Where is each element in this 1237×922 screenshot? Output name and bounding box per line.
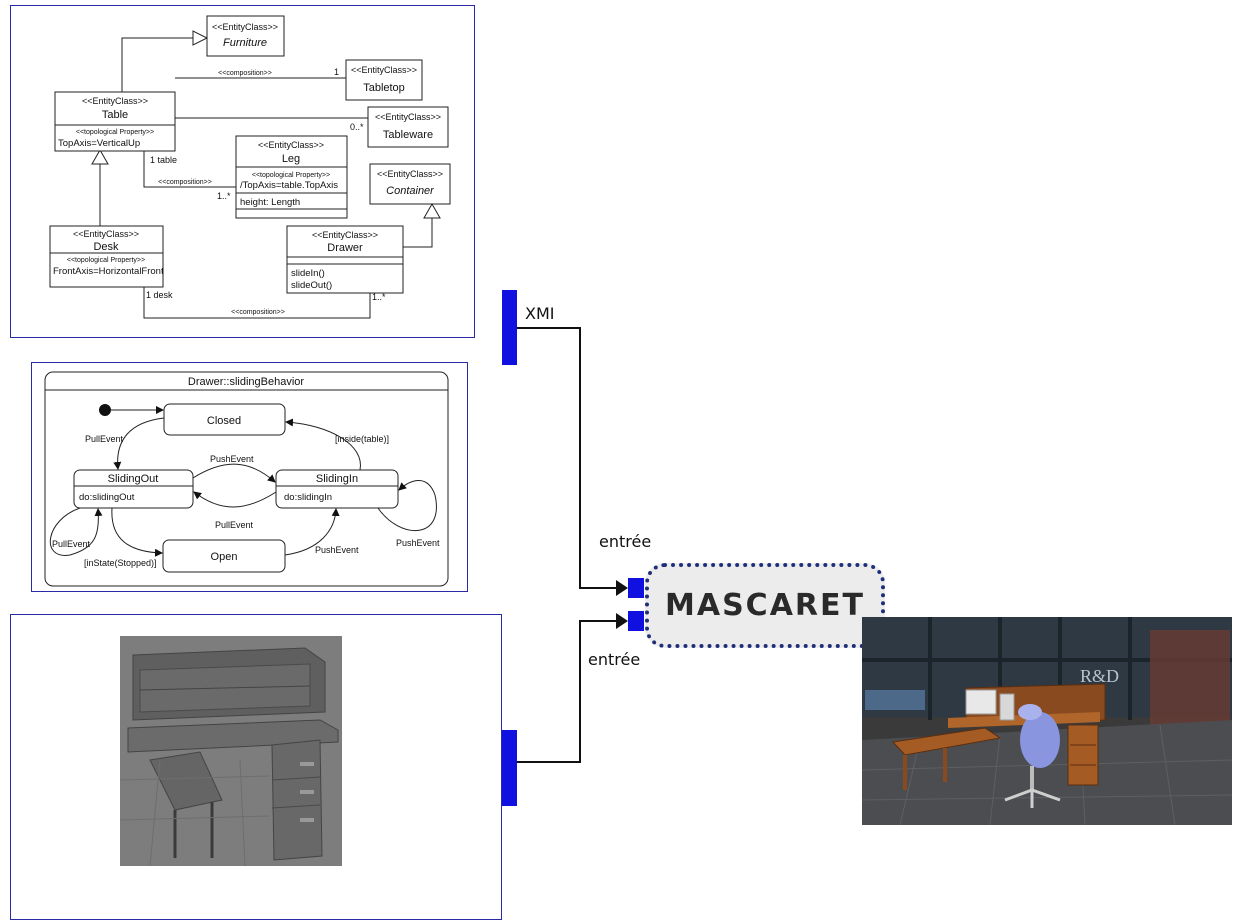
arrow-top xyxy=(616,580,628,596)
mult-leg: 1..* xyxy=(217,191,231,201)
mult-table: 1 table xyxy=(150,155,177,165)
drawer-name: Drawer xyxy=(327,242,363,254)
furniture-stereotype: <<EntityClass>> xyxy=(212,22,278,32)
svg-text:<<EntityClass>>: <<EntityClass>> xyxy=(377,169,443,179)
label-pull-in-out: PullEvent xyxy=(215,520,254,530)
svg-text:<<EntityClass>>: <<EntityClass>> xyxy=(351,65,417,75)
drawer-op1: slideIn() xyxy=(291,268,325,279)
svg-text:<<EntityClass>>: <<EntityClass>> xyxy=(375,112,441,122)
composition-leg-label: <<composition>> xyxy=(158,179,212,186)
state-sliding-in: SlidingIn do:slidingIn xyxy=(275,469,399,509)
tabletop-name: Tabletop xyxy=(363,82,405,94)
svg-text:<<topological Property>>: <<topological Property>> xyxy=(76,129,154,136)
table-name: Table xyxy=(102,109,128,121)
svg-text:Closed: Closed xyxy=(207,415,241,427)
svg-text:Open: Open xyxy=(211,551,238,563)
svg-text:SlidingIn: SlidingIn xyxy=(316,473,358,485)
svg-text:<<EntityClass>>: <<EntityClass>> xyxy=(82,96,148,106)
arrow-bottom xyxy=(616,613,628,629)
svg-text:do:slidingOut: do:slidingOut xyxy=(79,492,135,503)
class-tabletop: <<EntityClass>> Tabletop xyxy=(345,59,423,101)
mult-drawer: 1..* xyxy=(372,292,386,302)
mult-tabletop: 1 xyxy=(334,67,339,77)
tableware-name: Tableware xyxy=(383,129,433,141)
composition-drawer-label: <<composition>> xyxy=(231,309,285,316)
furniture-name: Furniture xyxy=(223,37,267,49)
initial-state xyxy=(99,404,111,416)
mascaret-label: MASCARET xyxy=(665,588,865,623)
mult-tableware: 0..* xyxy=(350,122,364,132)
mascaret-input-port-top xyxy=(628,578,644,598)
mascaret-input-port-bottom xyxy=(628,611,644,631)
label-pull-self: PullEvent xyxy=(52,539,91,549)
xmi-label: XMI xyxy=(525,304,555,323)
drawer-op2: slideOut() xyxy=(291,280,332,291)
leg-name: Leg xyxy=(282,153,300,165)
label-push-open-in: PushEvent xyxy=(315,545,359,555)
state-closed: Closed xyxy=(163,403,286,436)
composition-tabletop-label: <<composition>> xyxy=(218,70,272,77)
mult-desk: 1 desk xyxy=(146,290,173,300)
svg-text:<<EntityClass>>: <<EntityClass>> xyxy=(258,140,324,150)
model-port xyxy=(502,730,517,806)
label-pull-closed: PullEvent xyxy=(85,434,124,444)
mascaret-box: MASCARET xyxy=(645,563,885,648)
svg-text:<<EntityClass>>: <<EntityClass>> xyxy=(73,229,139,239)
class-container: <<EntityClass>> Container xyxy=(369,163,451,205)
xmi-port xyxy=(502,290,517,365)
class-desk: <<EntityClass>> Desk <<topological Prope… xyxy=(49,225,164,288)
input-label-bottom: entrée xyxy=(588,650,641,669)
svg-text:do:slidingIn: do:slidingIn xyxy=(284,492,332,503)
desk-name: Desk xyxy=(93,241,119,253)
state-sliding-out: SlidingOut do:slidingOut xyxy=(73,469,194,509)
rd-logo: R&D xyxy=(1080,666,1119,686)
container-name: Container xyxy=(386,185,435,197)
label-push-out-in: PushEvent xyxy=(210,454,254,464)
class-table: <<EntityClass>> Table <<topological Prop… xyxy=(54,91,176,152)
table-attr: TopAxis=VerticalUp xyxy=(58,138,140,149)
class-drawer: <<EntityClass>> Drawer slideIn() slideOu… xyxy=(286,225,404,294)
class-furniture: <<EntityClass>> Furniture xyxy=(206,15,285,57)
svg-text:<<EntityClass>>: <<EntityClass>> xyxy=(312,230,378,240)
leg-attr: height: Length xyxy=(240,197,300,208)
svg-text:SlidingOut: SlidingOut xyxy=(108,473,159,485)
class-tableware: <<EntityClass>> Tableware xyxy=(367,106,449,148)
svg-text:<<topological Property>>: <<topological Property>> xyxy=(252,172,330,179)
leg-derived: /TopAxis=table.TopAxis xyxy=(240,180,338,191)
class-leg: <<EntityClass>> Leg <<topological Proper… xyxy=(235,135,348,219)
label-inside-table: [inside(table)] xyxy=(335,434,389,444)
label-in-state-stopped: [inState(Stopped)] xyxy=(84,558,157,568)
label-push-self: PushEvent xyxy=(396,538,440,548)
state-diagram-title: Drawer::slidingBehavior xyxy=(188,376,304,388)
input-label-top: entrée xyxy=(599,532,652,551)
svg-text:<<topological Property>>: <<topological Property>> xyxy=(67,257,145,264)
desk-attr: FrontAxis=HorizontalFront xyxy=(53,266,164,277)
state-open: Open xyxy=(162,539,286,573)
